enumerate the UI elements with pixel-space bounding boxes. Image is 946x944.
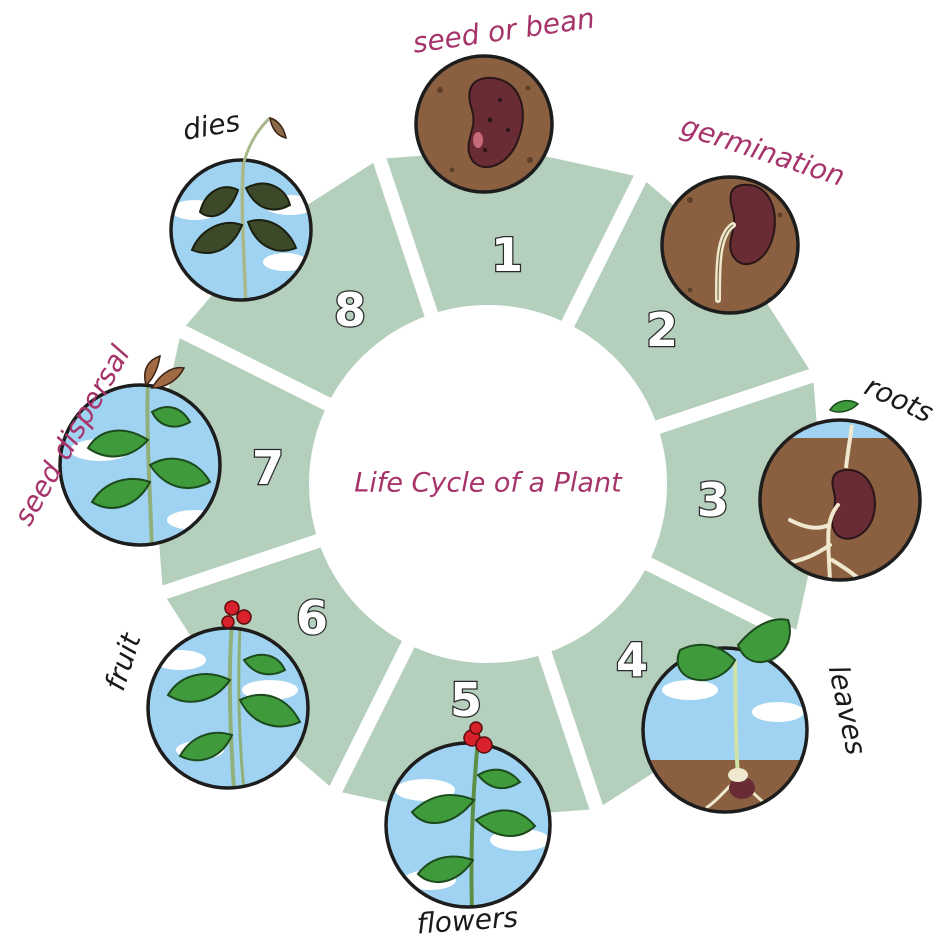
stage-number-4: 4 [616, 633, 648, 687]
label-seed-or-bean: seed or bean [411, 2, 597, 60]
stage-number-6: 6 [296, 591, 328, 645]
label-germination: germination [677, 109, 849, 193]
diagram-title: Life Cycle of a Plant [354, 468, 623, 499]
stage-number-1: 1 [491, 228, 523, 282]
stage-number-3: 3 [697, 473, 729, 527]
label-dies: dies [180, 104, 242, 146]
label-roots: roots [860, 369, 939, 429]
stage-number-5: 5 [450, 673, 482, 727]
stage-number-7: 7 [252, 441, 284, 495]
label-flowers: flowers [416, 901, 520, 941]
label-fruit: fruit [98, 628, 148, 694]
stage-number-8: 8 [334, 283, 366, 337]
stage-number-2: 2 [646, 303, 678, 357]
label-leaves: leaves [822, 662, 873, 757]
